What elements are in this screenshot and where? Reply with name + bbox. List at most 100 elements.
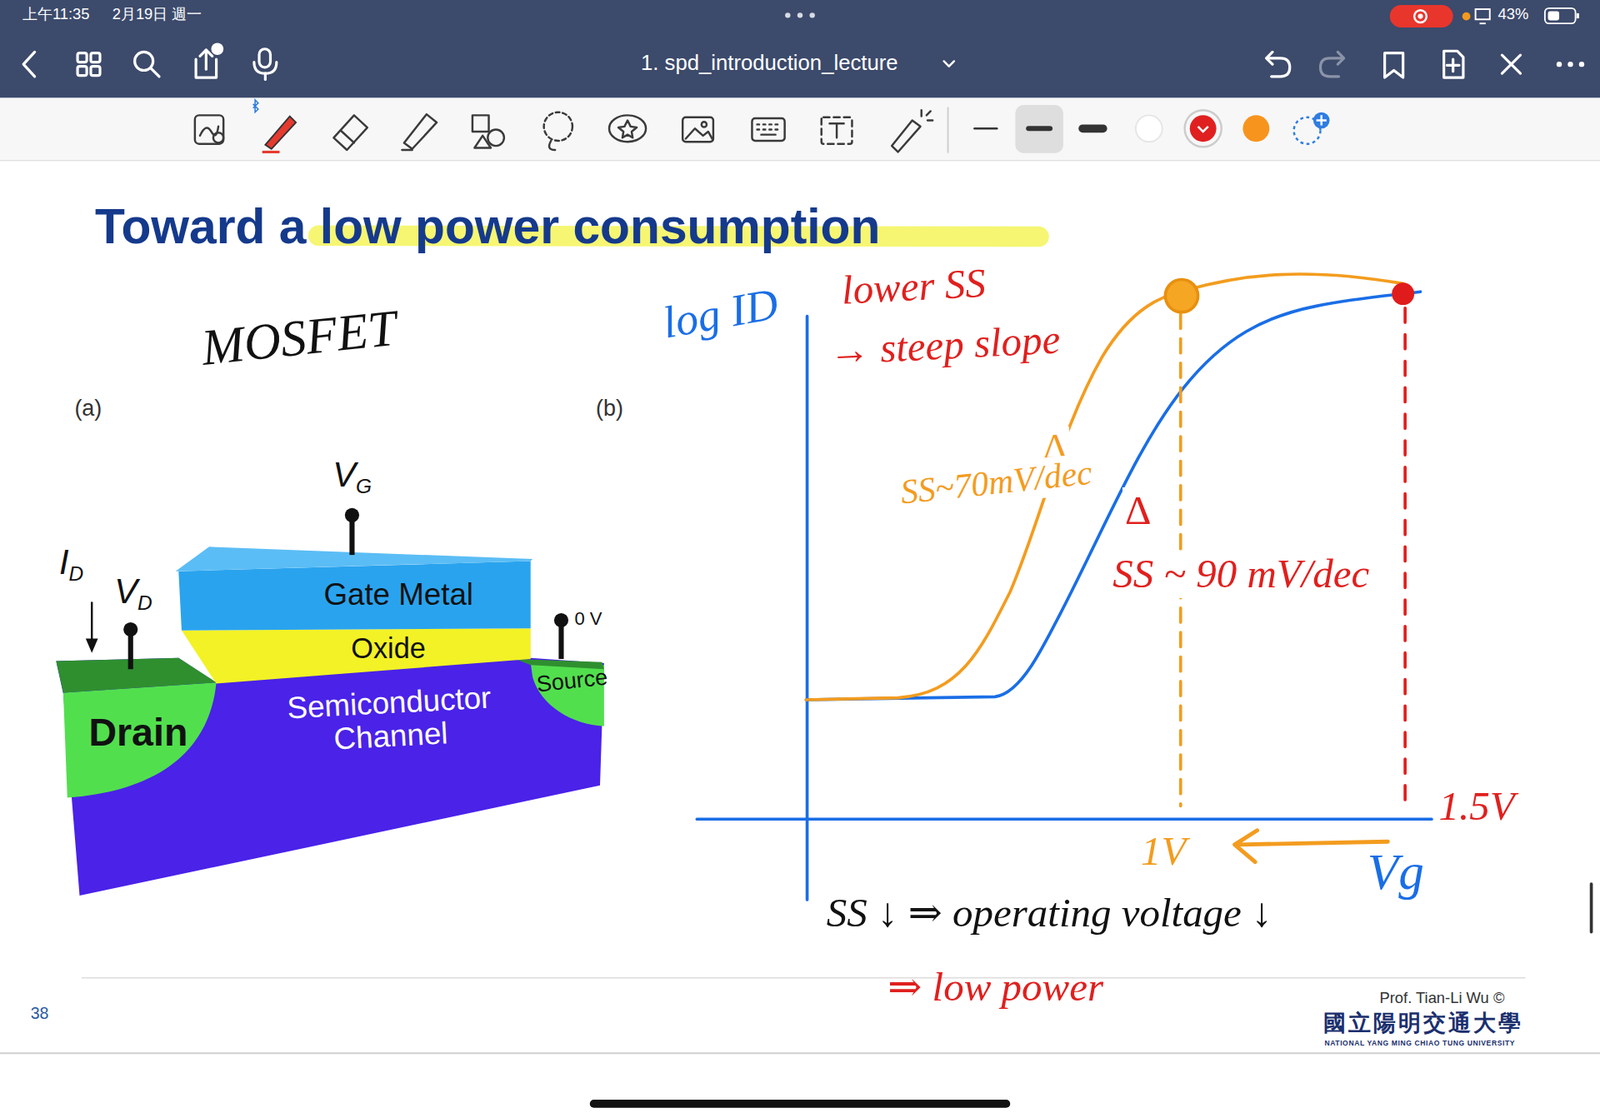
red-dot	[1391, 282, 1415, 305]
grid-icon	[90, 53, 100, 63]
search-icon	[150, 68, 160, 77]
screen-icon	[1475, 9, 1490, 24]
shapes-icon	[487, 130, 505, 147]
mosfet-illustration	[55, 508, 605, 896]
node-text: Oxide	[350, 633, 427, 665]
share-icon	[200, 50, 213, 56]
more-icon	[1567, 61, 1573, 67]
laser-icon	[891, 110, 933, 152]
mic-icon	[254, 62, 277, 74]
pen-toolbar	[0, 98, 1600, 162]
terminal-label: VD	[114, 571, 152, 615]
voltage-label: 1.5V	[1439, 783, 1515, 830]
screen-icon	[1480, 22, 1486, 25]
drain-region: Drain	[83, 710, 194, 756]
undo-icon	[1266, 51, 1290, 76]
grid-icon	[77, 53, 87, 63]
app-navigation-bar	[0, 0, 1600, 99]
battery-icon	[1545, 8, 1576, 24]
more-icon	[1556, 61, 1585, 67]
scroll-indicator	[1590, 882, 1594, 934]
red-dashed-line	[1403, 308, 1407, 801]
terminal-label: 0 V	[574, 608, 602, 630]
document-title: 1. spd_introduction_lecture	[640, 50, 899, 76]
recording-indicator	[1414, 10, 1427, 23]
source-terminal	[554, 613, 569, 660]
gate-terminal	[345, 508, 360, 555]
handwritten-note: ⇒ low power	[887, 964, 1104, 1011]
nav-icon	[23, 49, 1520, 80]
red-pen-icon	[262, 116, 296, 153]
share-badge	[210, 42, 224, 55]
orange-arrow	[1235, 830, 1389, 863]
shapes-icon	[472, 115, 490, 132]
mic-icon	[259, 49, 270, 68]
axis-label: Vg	[1367, 842, 1425, 901]
handwritten-note: SS ~ 90 mV/dec	[1110, 550, 1372, 598]
recording-indicator	[1390, 5, 1454, 28]
panel-label: (b)	[595, 395, 624, 422]
slide-title: Toward a low power consumption	[95, 198, 880, 255]
pen-toolbar	[0, 160, 1600, 161]
add-color-icon	[1316, 115, 1327, 125]
bookmark-icon	[1385, 53, 1404, 78]
drain-region	[63, 682, 217, 798]
highlighter-icon	[401, 114, 437, 150]
battery-icon	[1576, 13, 1580, 19]
university-name: NATIONAL YANG MING CHIAO TUNG UNIVERSITY	[1324, 1040, 1515, 1049]
battery-icon	[1548, 10, 1560, 20]
drain-terminal	[123, 622, 138, 670]
red-color-swatch	[1185, 110, 1222, 147]
text-box-icon	[830, 123, 845, 138]
red-pen-icon	[262, 150, 280, 154]
shapes-icon	[472, 115, 505, 148]
handwritten-note: SS ↓ ⇒ operating voltage ↓	[826, 890, 1273, 937]
university-name: 國立陽明交通大學	[1323, 1010, 1524, 1037]
oxide-layer: Oxide	[345, 632, 432, 666]
eraser-icon	[333, 115, 367, 150]
battery-level: 43%	[1498, 5, 1530, 23]
toolbar-divider	[947, 107, 950, 154]
status-dot	[1462, 12, 1471, 21]
add-page-icon	[1444, 50, 1464, 78]
bluetooth-icon	[253, 100, 259, 113]
page-number: 38	[30, 1004, 50, 1024]
node-text: Source	[535, 665, 610, 699]
grid-icon	[90, 66, 100, 76]
orange-curve	[805, 274, 1403, 700]
image-icon	[682, 117, 714, 142]
status-date: 2月19日 週一	[112, 5, 203, 23]
title-chevron	[944, 60, 955, 66]
laser-icon	[921, 110, 933, 120]
page-edge	[0, 1052, 1600, 1055]
grid-icon	[77, 53, 100, 76]
battery-icon	[1545, 8, 1580, 24]
author-credit: Prof. Tian-Li Wu ©	[1380, 989, 1505, 1007]
node-text: Drain	[88, 711, 189, 755]
redo-icon	[1320, 51, 1344, 76]
thick-line-width	[1082, 124, 1103, 133]
undo-icon	[1266, 51, 1273, 65]
voltage-label: 1V	[1140, 828, 1186, 875]
semiconductor-body	[55, 658, 605, 896]
sticker-icon	[618, 120, 637, 138]
source-terminal	[554, 613, 569, 628]
more-icon	[1579, 61, 1585, 67]
shapes-icon	[474, 135, 491, 149]
tool-icon	[195, 110, 933, 152]
zoom-pen-icon	[213, 132, 224, 143]
search-icon	[135, 51, 160, 76]
grid-icon	[77, 66, 87, 76]
footer-rule	[81, 977, 1526, 979]
current-label: ID	[59, 542, 84, 586]
window-dots	[785, 12, 815, 18]
home-indicator	[590, 1100, 1010, 1109]
transfer-curve-sketch	[696, 274, 1432, 900]
keyboard-icon	[751, 118, 785, 141]
gate-metal	[178, 560, 530, 630]
lasso-icon	[549, 140, 555, 150]
keyboard-icon	[751, 118, 785, 141]
node-text: Semiconductor Channel	[271, 680, 509, 760]
